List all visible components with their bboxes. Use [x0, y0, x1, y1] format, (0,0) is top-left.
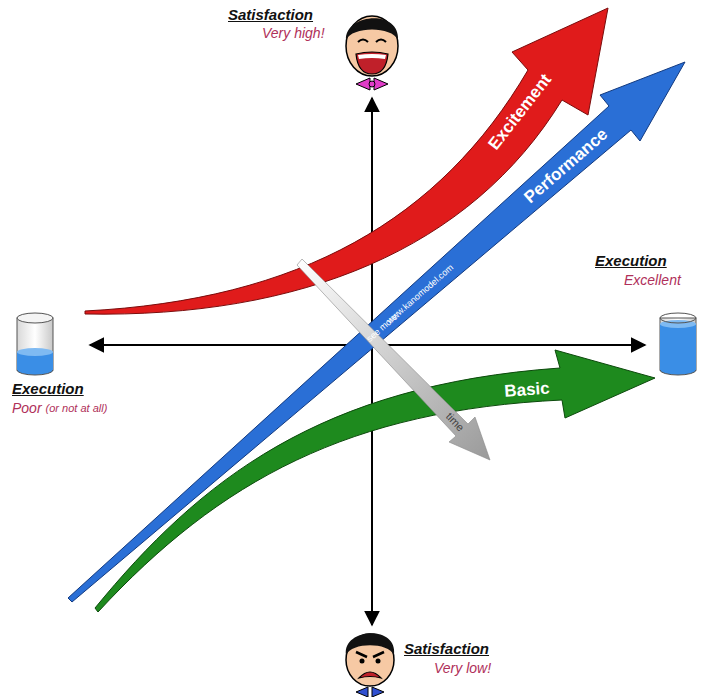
excitement-curve	[85, 8, 608, 314]
axis-title: Execution	[12, 380, 84, 397]
angry-face	[346, 633, 394, 697]
axis-title: Satisfaction	[228, 6, 313, 23]
basic-curve	[95, 350, 655, 612]
axis-note: Excellent	[624, 272, 681, 288]
happy-face	[346, 16, 398, 90]
full-cylinder	[660, 313, 696, 375]
empty-cylinder	[17, 313, 53, 375]
axis-note: Very low!	[434, 660, 491, 676]
axis-note: (or not at all)	[46, 402, 108, 415]
axis-note: Poor	[12, 400, 42, 416]
time-arrow	[297, 259, 490, 460]
satisfaction-axis	[371, 98, 373, 625]
performance-line	[68, 62, 685, 602]
curve-label: Basic	[504, 379, 551, 402]
axis-note: Very high!	[262, 25, 325, 41]
axis-title: Satisfaction	[404, 640, 489, 657]
axis-title: Execution	[595, 252, 667, 269]
